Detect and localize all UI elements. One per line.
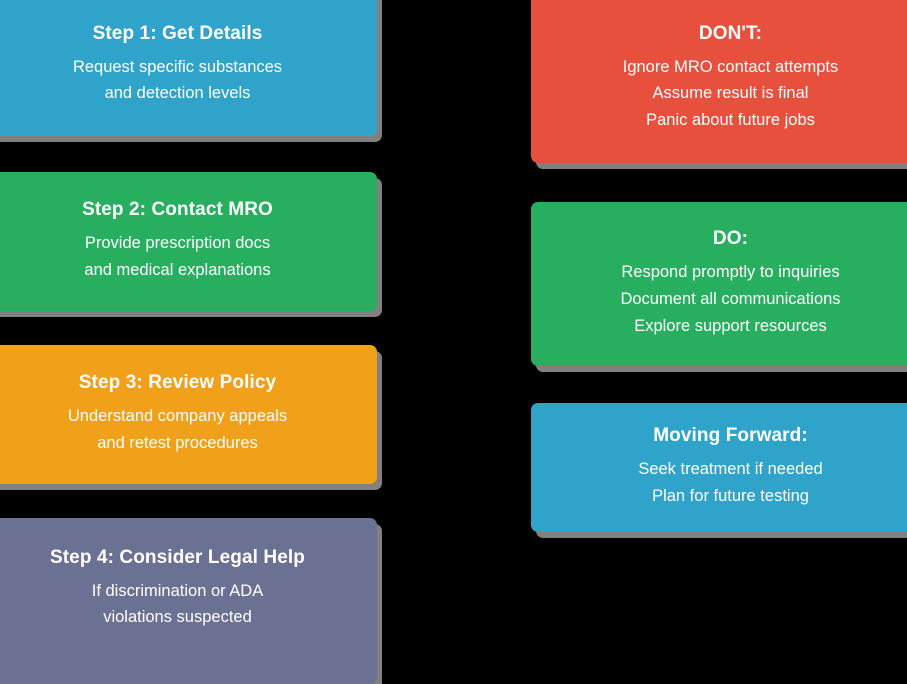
card-step-1-body: Request specific substances and detectio… (73, 54, 282, 108)
card-step-2-line-1: Provide prescription docs (84, 234, 271, 253)
card-do-line-1: Respond promptly to inquiries (621, 263, 840, 282)
card-step-2-line-2: and medical explanations (84, 260, 271, 279)
card-do-line-3: Explore support resources (634, 316, 827, 335)
card-step-4[interactable]: Step 4: Consider Legal Help If discrimin… (0, 518, 377, 684)
card-step-1-title: Step 1: Get Details (92, 22, 263, 44)
card-step-4-line-2: violations suspected (103, 608, 252, 627)
card-do-title: DO: (712, 228, 749, 250)
card-do-line-2: Document all communications (620, 289, 841, 308)
card-dont-line-2: Assume result is final (652, 84, 809, 103)
card-step-2-title: Step 2: Contact MRO (82, 199, 273, 221)
card-moving-forward-line-1: Seek treatment if needed (638, 460, 823, 479)
card-step-4-body: If discrimination or ADA violations susp… (92, 578, 263, 632)
card-step-1-line-2: and detection levels (104, 84, 251, 103)
card-dont-body: Ignore MRO contact attempts Assume resul… (623, 54, 839, 135)
card-dont[interactable]: DON'T: Ignore MRO contact attempts Assum… (531, 0, 907, 163)
card-moving-forward[interactable]: Moving Forward: Seek treatment if needed… (531, 403, 907, 532)
card-step-4-title: Step 4: Consider Legal Help (49, 546, 306, 568)
card-step-1-line-1: Request specific substances (72, 57, 283, 76)
card-step-3[interactable]: Step 3: Review Policy Understand company… (0, 345, 377, 484)
card-step-4-line-1: If discrimination or ADA (91, 581, 264, 600)
card-moving-forward-title: Moving Forward: (653, 425, 808, 447)
card-dont-line-1: Ignore MRO contact attempts (622, 57, 839, 76)
card-do-body: Respond promptly to inquiries Document a… (620, 259, 840, 340)
card-do[interactable]: DO: Respond promptly to inquiries Docume… (531, 202, 907, 366)
card-step-2[interactable]: Step 2: Contact MRO Provide prescription… (0, 172, 377, 311)
card-step-3-body: Understand company appeals and retest pr… (68, 403, 287, 457)
card-step-3-line-2: and retest procedures (97, 433, 258, 452)
card-step-3-line-1: Understand company appeals (67, 407, 288, 426)
card-step-1[interactable]: Step 1: Get Details Request specific sub… (0, 0, 377, 136)
card-dont-title: DON'T: (698, 22, 763, 44)
card-moving-forward-body: Seek treatment if needed Plan for future… (638, 456, 822, 510)
card-dont-line-3: Panic about future jobs (646, 111, 815, 130)
card-moving-forward-line-2: Plan for future testing (652, 486, 809, 505)
card-step-2-body: Provide prescription docs and medical ex… (84, 230, 270, 284)
card-step-3-title: Step 3: Review Policy (78, 372, 277, 394)
